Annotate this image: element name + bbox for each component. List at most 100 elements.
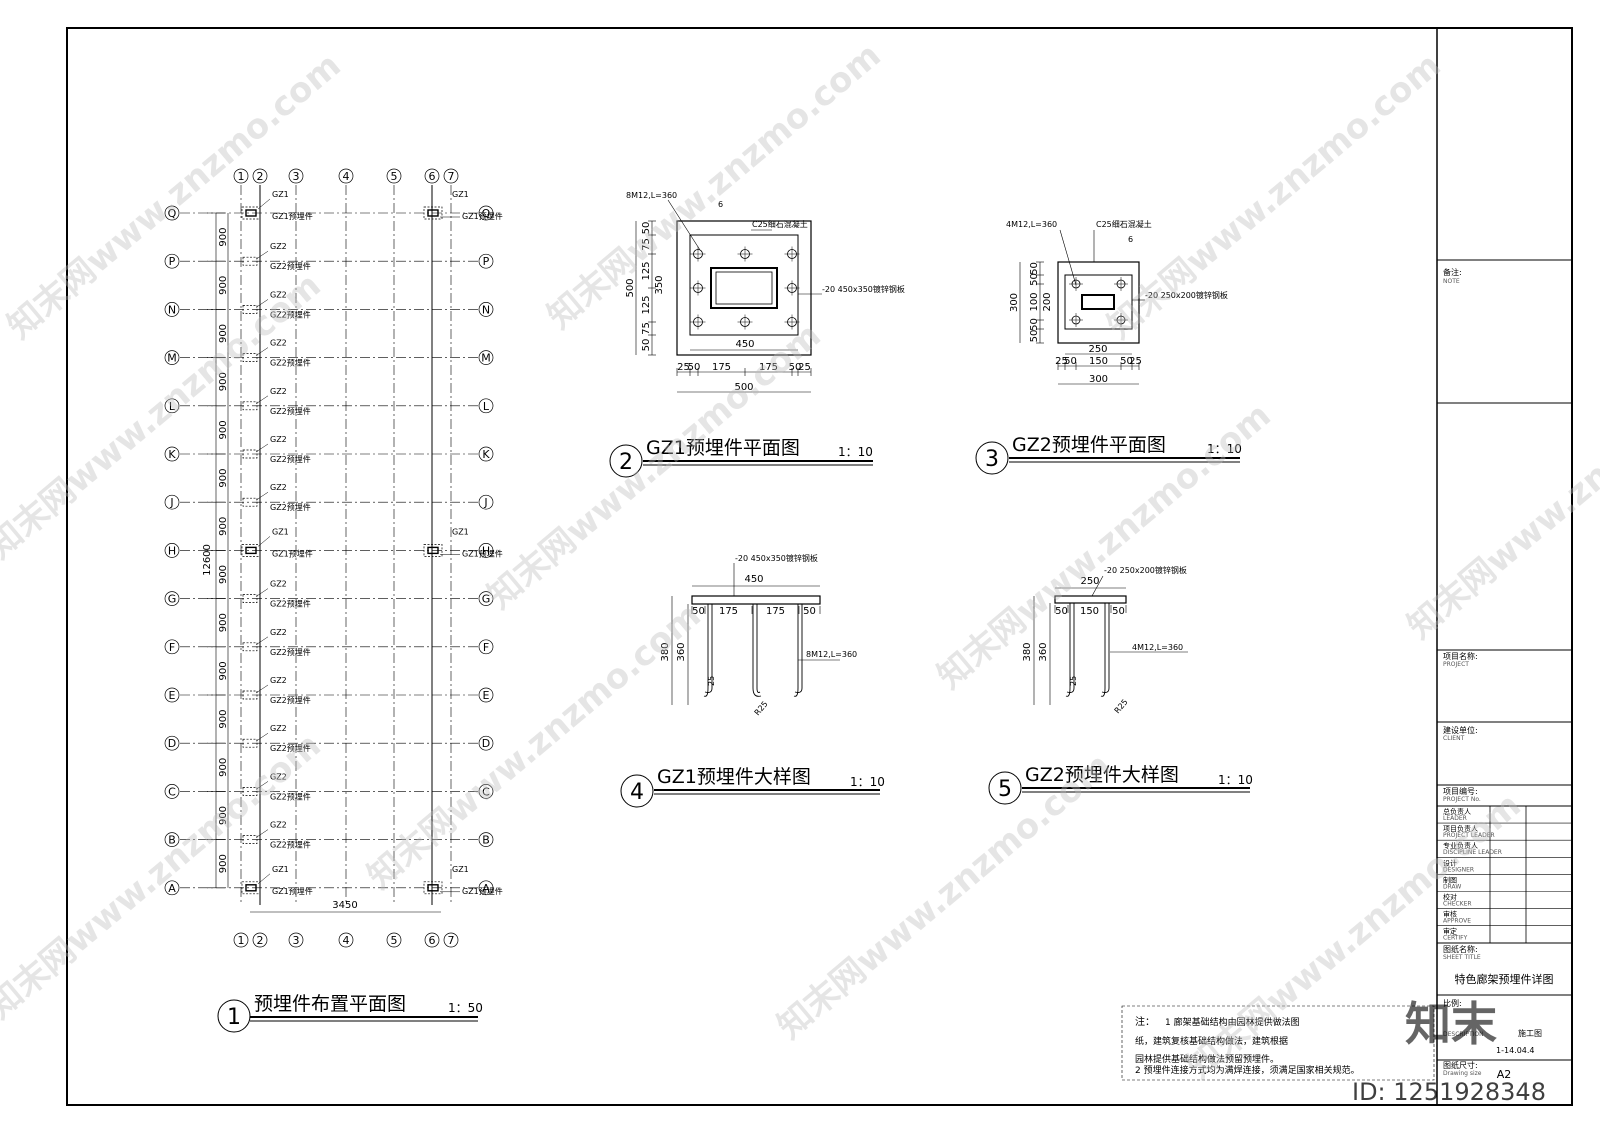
axis-bubble (478, 591, 494, 606)
dim-segment: 50 (641, 222, 652, 235)
view-scale: 1：10 (838, 445, 873, 459)
axis-label: 1 (238, 170, 245, 183)
size-label: 图纸尺寸: (1443, 1060, 1478, 1070)
gz2-embed-tag: GZ2预埋件 (270, 406, 311, 416)
axis-bubble (164, 494, 180, 510)
gz1-embed-tag: GZ1预埋件 (272, 886, 313, 896)
axis-bubble (164, 735, 180, 751)
leader (255, 491, 269, 501)
gz2-embed-box (242, 738, 258, 748)
watermark-logo: 知末 (1405, 997, 1497, 1051)
dim-width: 250 (1080, 576, 1099, 587)
gz2-embed-box (242, 690, 258, 700)
dim-900: 900 (218, 420, 229, 439)
bolt-holes (690, 246, 800, 330)
watermark-text: 知末网www.znzmo.com (0, 725, 329, 1027)
watermark-id: ID: 1251928348 (1352, 1078, 1546, 1106)
gz2-embed-box (242, 642, 258, 652)
dim-inner: 250 (1088, 344, 1107, 355)
leader (667, 199, 701, 251)
axis-bubble (478, 494, 494, 510)
watermark-text: 知末网www.znzmo.com (1400, 345, 1600, 647)
gz1-embed-tag: GZ1预埋件 (272, 548, 313, 558)
dim-segment: 150 (1089, 356, 1108, 367)
axis-label: 4 (343, 170, 350, 183)
gz1-embed-plate (427, 884, 439, 892)
anchor-bars (703, 604, 803, 697)
size-label-en: Drawing size (1443, 1070, 1482, 1077)
anchor-bar (793, 604, 803, 697)
dim-segment: 50 (1029, 330, 1040, 343)
dim-segment: 50 (688, 362, 701, 373)
gz2-embed-tag: GZ2预埋件 (270, 599, 311, 609)
axis-bubble (233, 168, 249, 184)
view-number-circle (975, 441, 1009, 475)
leader (255, 347, 269, 356)
view-scale: 1：10 (1207, 442, 1242, 456)
dim-inner: 350 (654, 275, 665, 294)
axis-label: E (169, 689, 176, 702)
gz1-plan-view: 8M12,L=360 C25细石混凝土 6 -20 450x350镀锌钢板 25… (625, 191, 905, 393)
gz1-embed-plate (427, 209, 439, 217)
role-cn: 审定 (1443, 927, 1457, 936)
axis-bubble (252, 932, 268, 948)
axis-bubble (478, 302, 494, 317)
role-en: CHECKER (1443, 901, 1472, 908)
title-block: 备注: NOTE 项目名称: PROJECT 建设单位: CLIENT 项目编号… (1437, 259, 1572, 1081)
axis-bubble (288, 932, 304, 948)
axis-label: F (483, 641, 489, 654)
view-number-circle (609, 444, 643, 478)
note-line-1: 1 廊架基础结构由园林提供做法图 (1165, 1016, 1300, 1028)
gz1-embed-box (423, 881, 443, 895)
axis-label: B (482, 834, 490, 847)
view-title: GZ1预埋件平面图 (646, 437, 800, 459)
anchor-bars (1065, 603, 1110, 697)
dim-900: 900 (218, 710, 229, 729)
dim-segment: 25 (1055, 356, 1068, 367)
dim-900: 900 (218, 276, 229, 295)
axis-label: K (168, 448, 176, 461)
plan-scale: 1：50 (448, 1001, 483, 1015)
axis-bubble (164, 253, 180, 269)
bolt-label: 8M12,L=360 (626, 191, 677, 200)
role-cn: 制图 (1443, 875, 1457, 884)
gz2-embed-tag: GZ2预埋件 (270, 647, 311, 657)
gz2-tag: GZ2 (270, 821, 287, 830)
leader (255, 250, 269, 260)
gz1-detail-title: 4 GZ1预埋件大样图 1：10 (620, 766, 885, 808)
dim-900: 900 (218, 806, 229, 825)
axis-label: 3 (293, 170, 300, 183)
watermark-text: 知末网www.znzmo.com (480, 315, 829, 617)
dim-segment: 50 (1064, 356, 1077, 367)
dim-height-1: 380 (1022, 642, 1033, 661)
gz2-embed-tag: GZ2预埋件 (270, 309, 311, 319)
axis-bubble (478, 543, 494, 558)
watermark-text: 知末网www.znzmo.com (360, 595, 709, 897)
role-cn: 审核 (1443, 910, 1457, 919)
gz1-embed-tag: GZ1预埋件 (462, 211, 503, 221)
view-number: 2 (619, 450, 633, 475)
gz1-tag: GZ1 (272, 190, 289, 199)
plate-label: -20 250x200镀锌钢板 (1104, 565, 1187, 575)
axis-label: M (481, 352, 491, 365)
dim-width: 450 (744, 574, 763, 585)
radius-label: R25 (753, 699, 770, 717)
gz2-tag: GZ2 (270, 724, 287, 733)
axis-label: A (482, 882, 490, 895)
axis-bubble (424, 168, 440, 184)
axis-bubble (478, 350, 494, 365)
axis-bubble (386, 932, 402, 948)
gz2-embed-box (242, 353, 258, 362)
role-en: PROJECT LEADER (1443, 832, 1495, 839)
stage-text: 施工图 (1518, 1028, 1542, 1038)
leader (255, 829, 269, 838)
axis-bubble (252, 168, 268, 184)
role-en: LEADER (1443, 815, 1467, 822)
gz2-embed-box (242, 787, 258, 796)
gz2-embed-box (242, 835, 258, 844)
concrete-outline (1057, 261, 1140, 344)
axis-label: 7 (448, 934, 455, 947)
dim-900: 900 (218, 565, 229, 584)
axis-label: L (169, 400, 176, 413)
